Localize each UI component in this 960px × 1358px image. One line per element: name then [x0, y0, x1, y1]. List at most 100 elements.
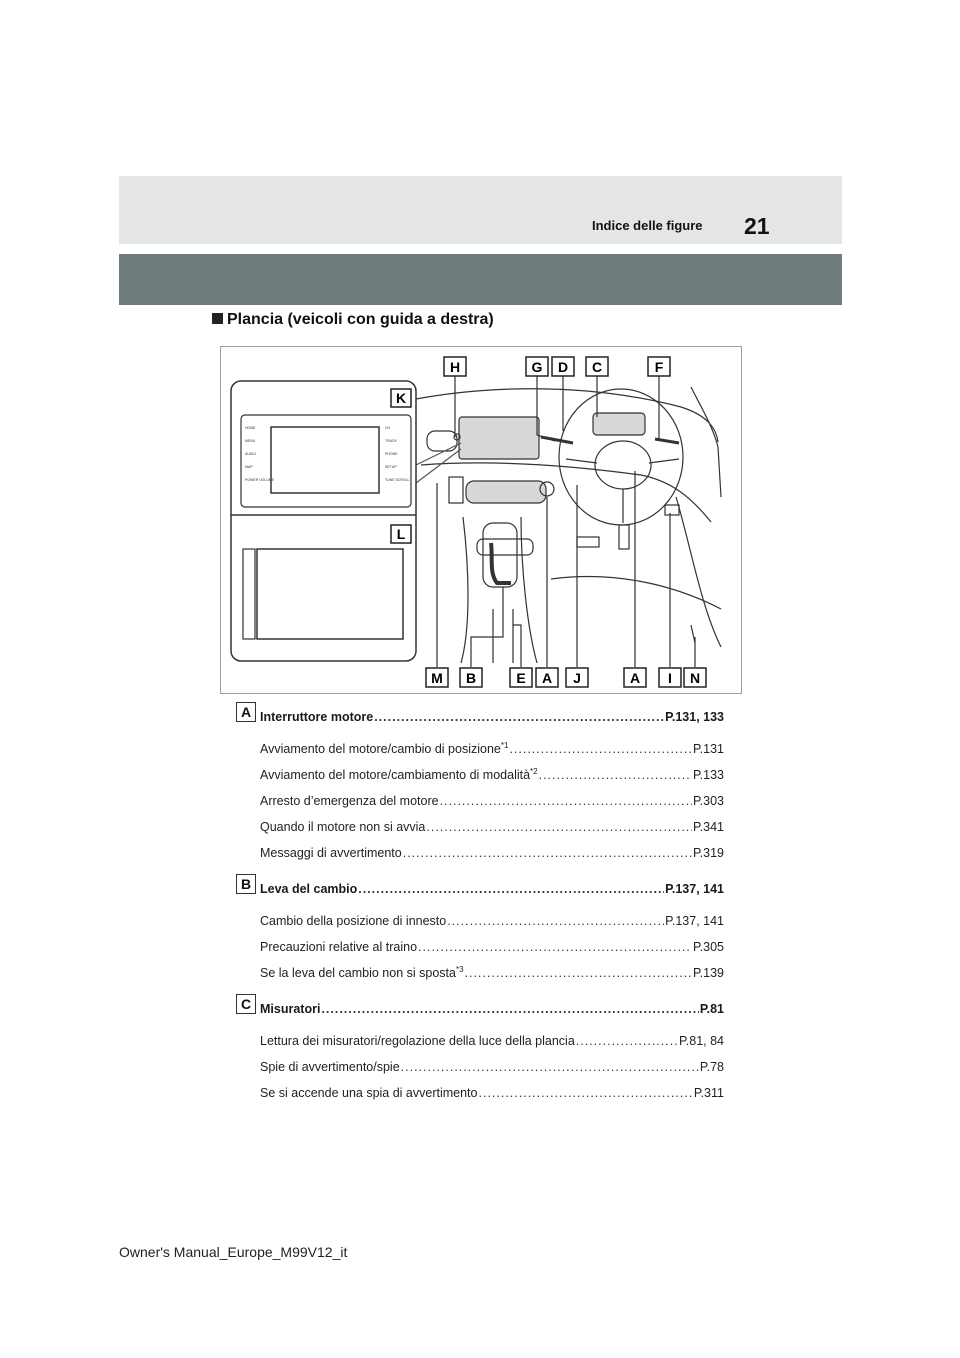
dash-lower-edge	[420, 462, 712, 523]
leader-dots	[576, 1034, 678, 1048]
steering-hub	[594, 440, 652, 490]
svg-text:K: K	[396, 390, 406, 406]
category-page-ref: P.81	[699, 1002, 724, 1016]
index-item[interactable]: Precauzioni relative al trainoP.305	[260, 940, 724, 966]
audio-button-right-label: TUNE SCROLL	[385, 478, 410, 482]
callout-A: A	[535, 667, 559, 688]
item-label: Avviamento del motore/cambio di posizion…	[260, 742, 501, 756]
item-text: Precauzioni relative al traino	[260, 940, 418, 954]
header-title: Indice delle figure	[592, 218, 703, 233]
index-item[interactable]: Se si accende una spia di avvertimentoP.…	[260, 1086, 724, 1112]
leader-dots	[403, 846, 692, 860]
callout-A: A	[623, 667, 647, 688]
dashboard-illustration: HOME MENU AUDIO MAP POWER VOLUME CH TRAC…	[230, 356, 722, 688]
audio-button-right-label: TRACK	[385, 439, 398, 443]
callout-K: K	[390, 388, 412, 408]
footnote-mark: *1	[500, 742, 509, 750]
section-heading: Plancia (veicoli con guida a destra)	[212, 311, 494, 329]
leader-dots	[539, 768, 692, 782]
index-item[interactable]: Spie di avvertimento/spie P.78	[260, 1060, 724, 1086]
item-text: Avviamento del motore/cambiamento di mod…	[260, 768, 538, 782]
index-item[interactable]: Avviamento del motore/cambio di posizion…	[260, 742, 724, 768]
index-item[interactable]: Cambio della posizione di innesto P.137, …	[260, 914, 724, 940]
item-text: Messaggi di avvertimento	[260, 846, 402, 860]
category-row: Leva del cambioP.137, 141	[260, 882, 724, 896]
zoom-line	[415, 442, 462, 484]
center-console	[460, 516, 538, 664]
index-item[interactable]: Messaggi di avvertimentoP.319	[260, 846, 724, 872]
item-page-ref: P.139	[692, 966, 724, 980]
callout-M: M	[425, 667, 449, 688]
category-page-ref: P.137, 141	[665, 882, 724, 896]
audio-button-right-label: CH	[385, 426, 391, 430]
callout-H: H	[443, 356, 467, 377]
svg-text:L: L	[397, 526, 406, 542]
header-dark-band	[119, 254, 842, 305]
engine-switch	[539, 481, 555, 497]
index-item[interactable]: Se la leva del cambio non si sposta*3P.1…	[260, 966, 724, 992]
index-item[interactable]: Lettura dei misuratori/regolazione della…	[260, 1034, 724, 1060]
category-page-ref: P.131, 133	[665, 710, 724, 724]
meter-cluster	[592, 412, 646, 436]
category-entry[interactable]: C Misuratori P.81	[236, 992, 726, 1034]
item-page-ref: P.131	[692, 742, 724, 756]
footnote-mark: *3	[455, 966, 464, 974]
nav-screen	[256, 548, 404, 640]
audio-button-left-label: MAP	[245, 465, 253, 469]
leader-dots	[479, 1086, 693, 1100]
dash-right-trim	[690, 386, 722, 498]
svg-text:F: F	[655, 359, 664, 375]
svg-text:I: I	[668, 670, 672, 686]
svg-text:H: H	[450, 359, 460, 375]
item-page-ref: P.137, 141	[665, 914, 724, 928]
leader-dots	[509, 742, 692, 756]
hood-release	[664, 504, 680, 516]
vent-knob	[453, 433, 461, 441]
svg-text:D: D	[558, 359, 568, 375]
callout-I: I	[658, 667, 682, 688]
callout-N: N	[683, 667, 707, 688]
console-lid	[492, 609, 514, 663]
leader-dots	[374, 710, 664, 724]
svg-text:C: C	[592, 359, 602, 375]
page-number: 21	[744, 213, 770, 239]
index-item[interactable]: Arresto d’emergenza del motoreP.303	[260, 794, 724, 820]
index-entries: A Interruttore motoreP.131, 133 Avviamen…	[236, 700, 726, 1112]
fuel-lever	[690, 624, 696, 644]
leader-B	[470, 587, 504, 667]
category-letter: C	[236, 994, 256, 1014]
category-title: Misuratori	[260, 1002, 321, 1016]
audio-button-left-label: HOME	[245, 426, 256, 430]
audio-screen	[270, 426, 380, 494]
index-item[interactable]: Avviamento del motore/cambiamento di mod…	[260, 768, 724, 794]
nav-side-buttons	[242, 548, 256, 640]
audio-button-left-label: MENU	[245, 439, 256, 443]
item-page-ref: P.78	[699, 1060, 724, 1074]
category-letter: A	[236, 702, 256, 722]
section-heading-text: Plancia (veicoli con guida a destra)	[227, 311, 494, 328]
leader-G	[536, 375, 556, 442]
leader-dots	[465, 966, 692, 980]
svg-text:E: E	[516, 670, 525, 686]
item-text: Spie di avvertimento/spie	[260, 1060, 400, 1074]
item-text: Cambio della posizione di innesto	[260, 914, 447, 928]
audio-button-right-label: SETUP	[385, 465, 397, 469]
audio-body	[240, 414, 412, 508]
leader-dots	[321, 1002, 698, 1016]
category-letter: B	[236, 874, 256, 894]
footnote-mark: *2	[530, 768, 538, 776]
index-item[interactable]: Quando il motore non si avviaP.341	[260, 820, 724, 846]
callout-E: E	[509, 667, 533, 688]
svg-text:M: M	[431, 670, 443, 686]
pedal-right	[618, 524, 630, 550]
item-text: Avviamento del motore/cambio di posizion…	[260, 742, 508, 756]
category-entry[interactable]: A Interruttore motoreP.131, 133	[236, 700, 726, 742]
square-bullet-icon	[212, 313, 223, 324]
vent-left	[426, 430, 458, 452]
audio-button-left-label: AUDIO	[245, 452, 256, 456]
audio-button-right-label: PHONE	[385, 452, 398, 456]
category-entry[interactable]: B Leva del cambioP.137, 141	[236, 872, 726, 914]
item-text: Arresto d’emergenza del motore	[260, 794, 439, 808]
callout-F: F	[647, 356, 671, 377]
dashboard-figure: HOME MENU AUDIO MAP POWER VOLUME CH TRAC…	[220, 346, 742, 694]
